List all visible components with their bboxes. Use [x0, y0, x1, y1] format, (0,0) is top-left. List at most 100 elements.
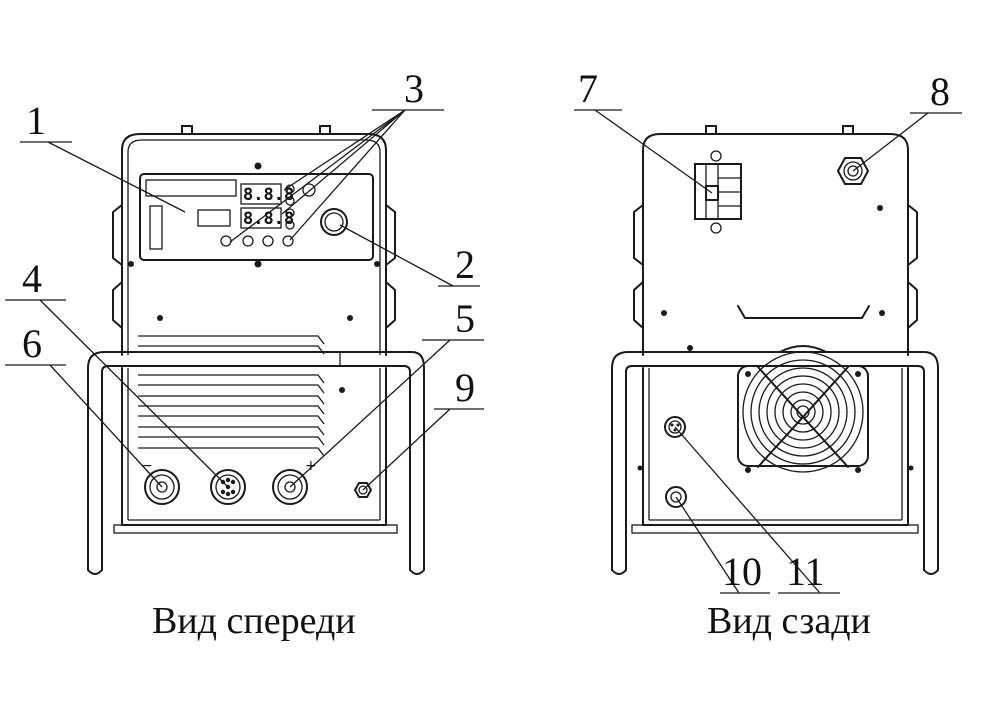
gas-fitting[interactable] [354, 482, 372, 498]
pin [676, 423, 680, 427]
pin [225, 477, 231, 483]
panel-button-2[interactable] [242, 235, 254, 247]
cable-gland-core [847, 165, 859, 177]
callout-3: 3 [404, 66, 424, 111]
display-bottom [240, 207, 282, 229]
panel-vertical-label [149, 205, 163, 250]
rear-left-bracket-lower [633, 281, 644, 329]
screw [339, 387, 345, 393]
display-top-digits: 8.8.8 [243, 185, 294, 205]
front-right-bracket-lower [385, 281, 396, 329]
front-top-lug-right [319, 125, 331, 135]
rear-body [642, 133, 909, 356]
callout-7: 7 [578, 66, 598, 111]
rear-right-bracket-upper [907, 204, 918, 266]
pin [230, 479, 236, 485]
pin [673, 428, 677, 432]
screw [908, 465, 914, 471]
gas-inlet-core [670, 491, 682, 503]
front-louvers [138, 335, 325, 457]
fan-screw [745, 467, 751, 473]
panel-button-3[interactable] [262, 235, 274, 247]
rear-handle-slot [737, 305, 870, 319]
control-connector-ring [215, 474, 241, 500]
plus-terminal[interactable] [272, 469, 308, 505]
rear-leg-right-foot [923, 569, 939, 575]
leader-lines [5, 109, 962, 594]
display-top [240, 183, 282, 205]
front-body-inner [127, 139, 381, 355]
minus-terminal[interactable] [144, 469, 180, 505]
callout-4: 4 [22, 256, 42, 301]
panel-label-strip [145, 179, 237, 197]
aux-socket-ring [668, 420, 682, 434]
plus-sign: + [305, 458, 317, 474]
rear-top-lug-right [842, 125, 854, 135]
breaker-screw-bottom [710, 222, 722, 234]
screw [254, 260, 262, 268]
fan-grille [742, 351, 864, 473]
rear-handle-frame [611, 351, 939, 571]
rear-base-skid [631, 524, 919, 534]
rear-left-bracket-upper [633, 204, 644, 266]
fan-screw [745, 371, 751, 377]
front-left-bracket-upper [112, 204, 123, 266]
screw [347, 315, 353, 321]
rear-view-caption: Вид сзади [707, 600, 871, 642]
callout-9: 9 [455, 365, 475, 410]
callout-8: 8 [930, 69, 950, 114]
power-cable-gland [837, 157, 869, 185]
minus-terminal-core [156, 481, 168, 493]
screw [879, 310, 885, 316]
rear-view [611, 125, 939, 575]
callout-10: 10 [722, 549, 762, 594]
screw [687, 345, 693, 351]
screw [877, 205, 883, 211]
front-base-skid [113, 524, 398, 534]
front-body-lower [121, 367, 387, 526]
plus-terminal-ring [277, 474, 303, 500]
fan-screw [855, 371, 861, 377]
panel-button-4[interactable] [282, 235, 294, 247]
plus-terminal-core [284, 481, 296, 493]
led-5 [302, 183, 316, 197]
minus-sign: − [141, 458, 153, 474]
front-view: 8.8.8 8.8.8 [87, 125, 425, 575]
front-leg-right-foot [409, 569, 425, 575]
front-handle-frame [87, 351, 425, 571]
callout-11: 11 [786, 549, 825, 594]
rear-handle-frame-inner [625, 365, 925, 571]
callout-6: 6 [22, 321, 42, 366]
front-top-lug-left [181, 125, 193, 135]
screw [374, 261, 380, 267]
front-handle-frame-inner [101, 365, 411, 571]
control-connector[interactable] [210, 469, 246, 505]
front-right-bracket-upper [385, 204, 396, 266]
aux-socket[interactable] [664, 416, 686, 438]
breaker-screw-top [710, 150, 722, 162]
pin [225, 491, 231, 497]
minus-terminal-ring [149, 474, 175, 500]
screw [128, 261, 134, 267]
front-body [121, 133, 387, 356]
gas-inlet-fitting[interactable] [665, 486, 687, 508]
adjust-knob-inner [324, 212, 344, 232]
led-3 [285, 208, 295, 218]
front-leg-left-foot [87, 569, 103, 575]
pin [670, 423, 674, 427]
screw [157, 315, 163, 321]
fan-screw [855, 467, 861, 473]
adjust-knob[interactable] [320, 208, 348, 236]
front-view-caption: Вид спереди [152, 600, 356, 642]
gas-fitting-core [358, 485, 368, 495]
rear-leg-left-foot [611, 569, 627, 575]
fan-housing [737, 365, 869, 467]
callout-numbers: 1 3 2 4 6 5 9 7 8 10 11 [22, 66, 950, 594]
led-4 [285, 220, 295, 230]
callout-5: 5 [455, 296, 475, 341]
fan-top-arc [779, 345, 827, 353]
pin [220, 489, 226, 495]
screw [661, 310, 667, 316]
